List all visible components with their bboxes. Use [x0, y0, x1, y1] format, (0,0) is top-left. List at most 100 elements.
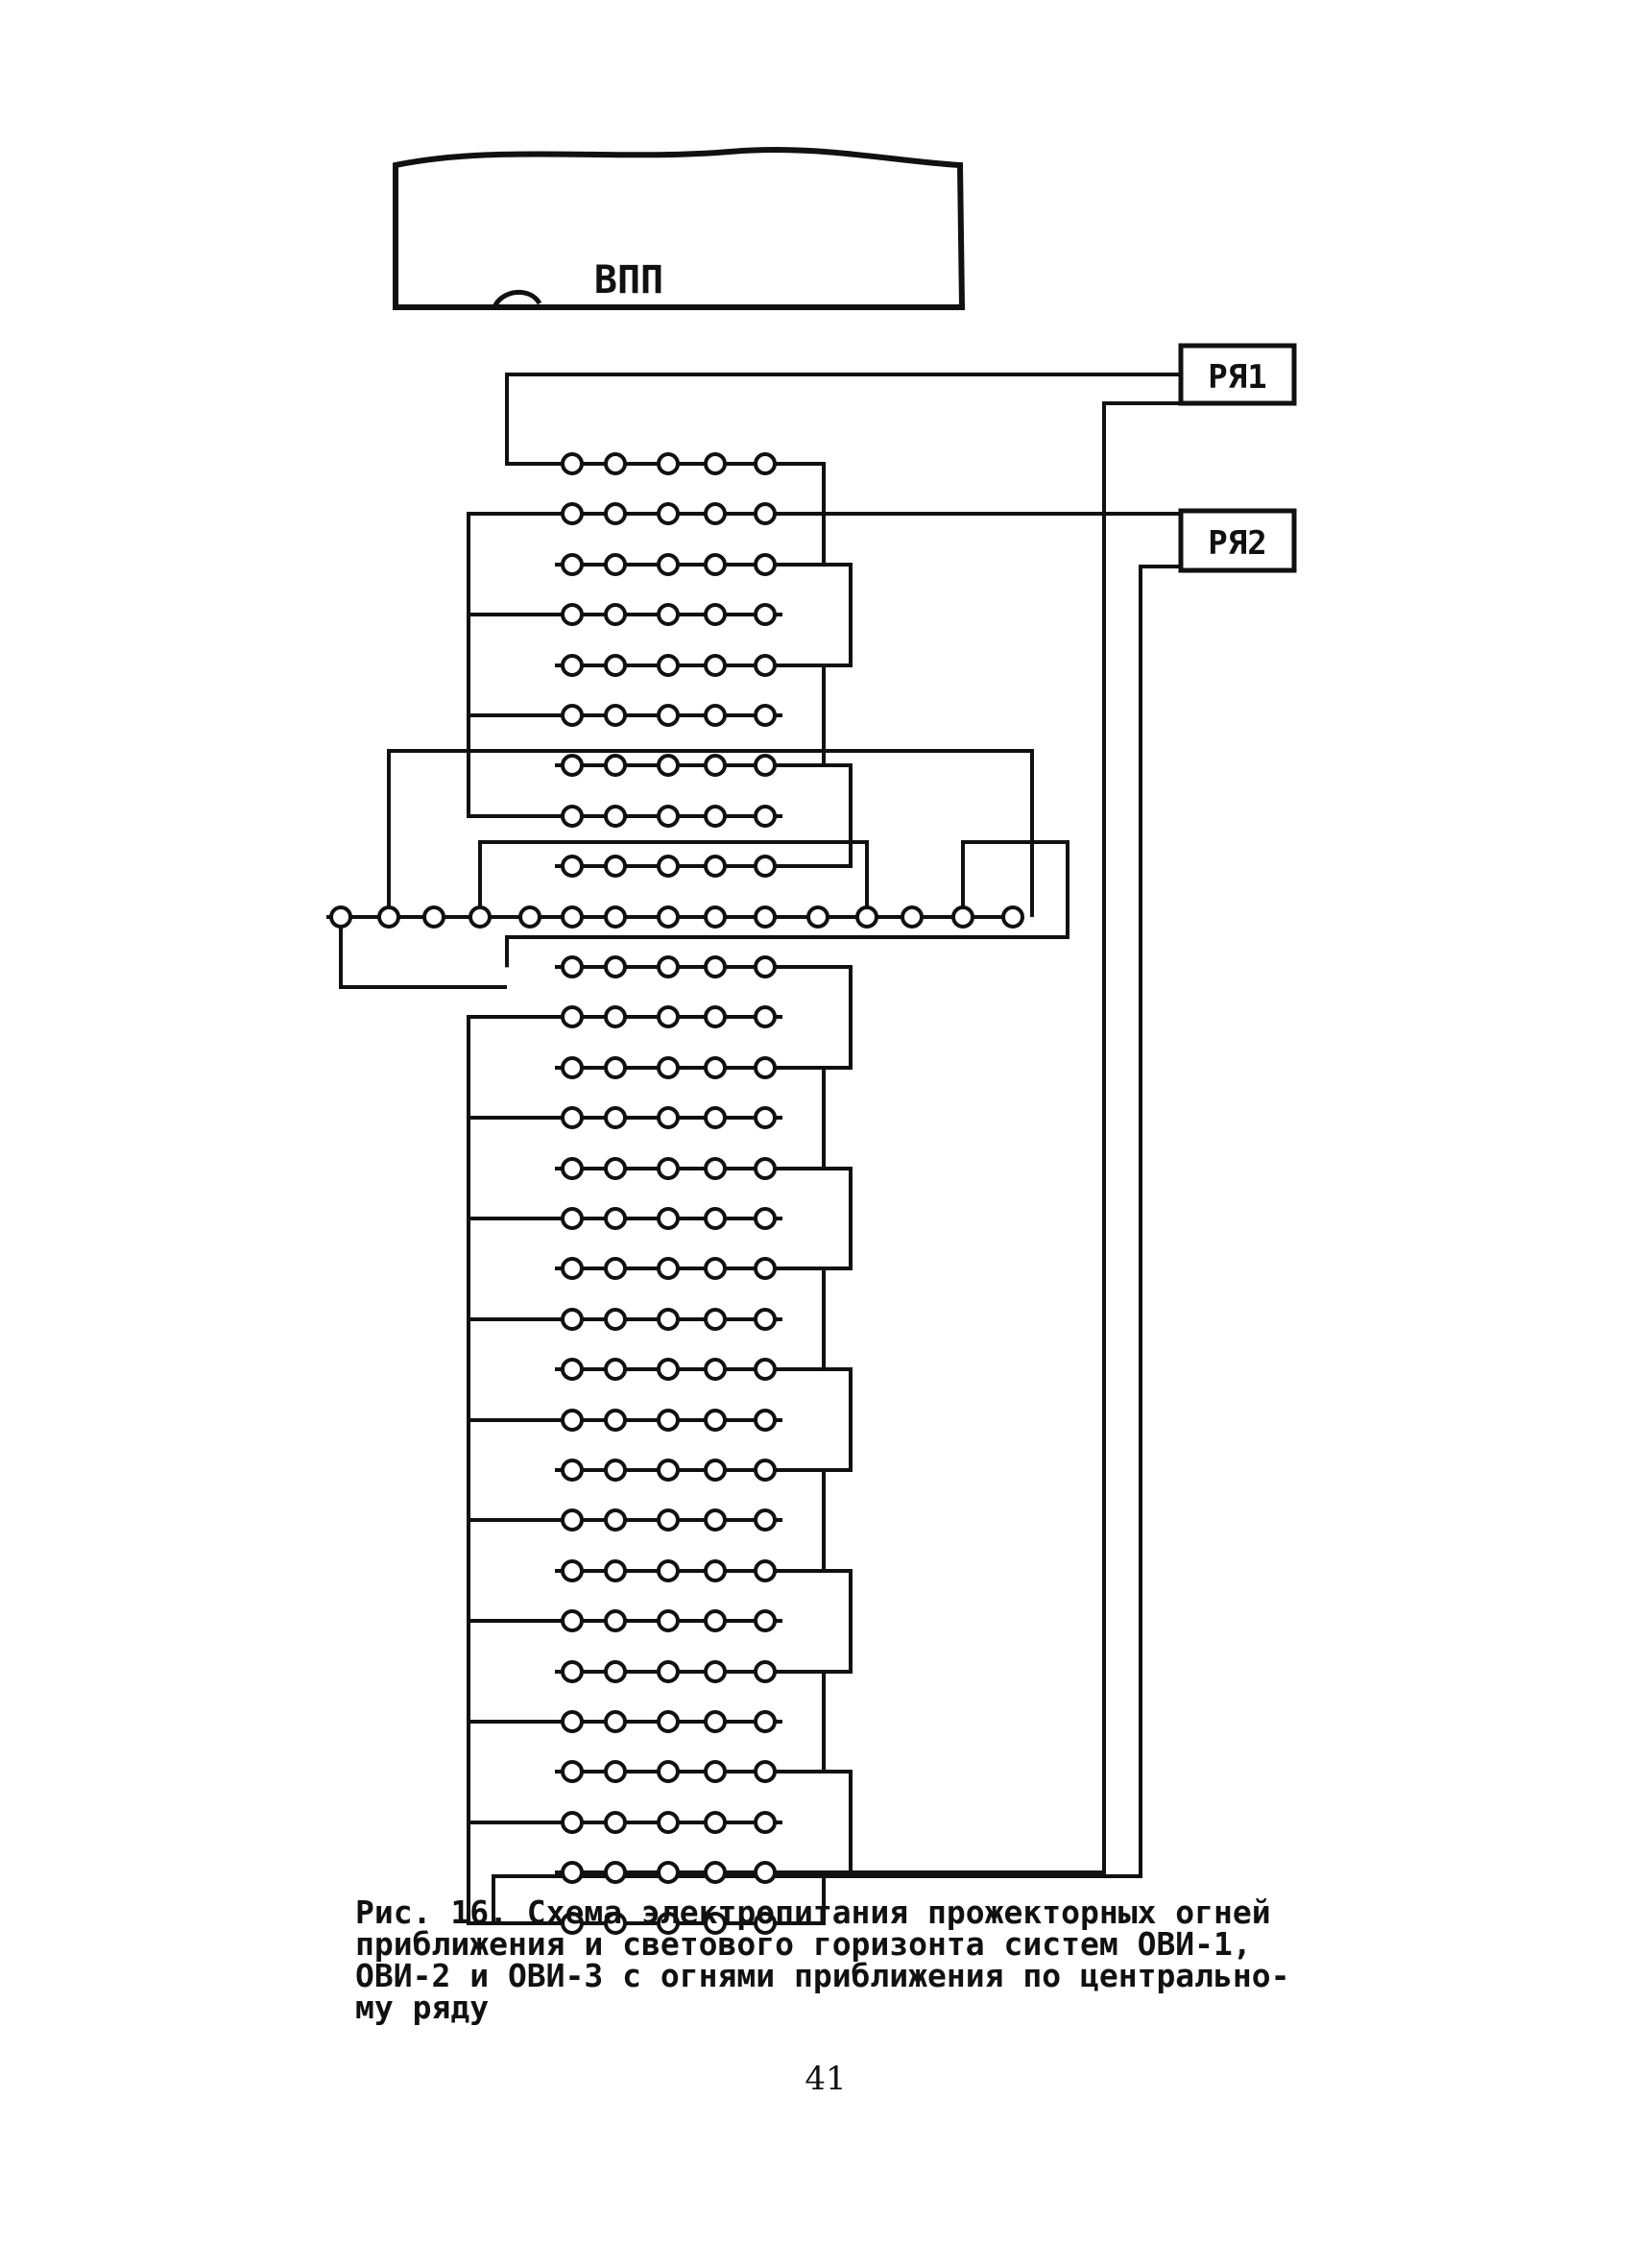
loop-wire-right: [782, 1569, 853, 1674]
loop-wire-right: [782, 763, 853, 868]
approach-light: [704, 654, 727, 677]
approach-light: [754, 1005, 777, 1028]
wiring: [326, 373, 1181, 1925]
loop-wire-right: [782, 965, 853, 1070]
runway-block: ВПП: [393, 146, 966, 310]
approach-light: [604, 1257, 627, 1280]
approach-light: [604, 1005, 627, 1028]
approach-light: [657, 1409, 680, 1432]
approach-light: [754, 1660, 777, 1683]
loop-wire-left: [467, 1619, 555, 1724]
approach-light: [704, 905, 727, 929]
loop-wire-left: [467, 1217, 555, 1321]
approach-light: [561, 1760, 584, 1783]
approach-light: [754, 955, 777, 978]
approach-light: [561, 1660, 584, 1683]
approach-light: [657, 1005, 680, 1028]
approach-light: [754, 1207, 777, 1230]
regulator-1-label: РЯ1: [1208, 358, 1266, 397]
approach-light: [754, 855, 777, 878]
approach-light: [561, 502, 584, 525]
horizon-light: [901, 905, 924, 929]
approach-light: [657, 654, 680, 677]
approach-light: [754, 1710, 777, 1733]
approach-light: [754, 603, 777, 626]
loop-wire-left: [467, 1518, 555, 1623]
approach-light: [561, 1056, 584, 1079]
approach-light: [604, 1760, 627, 1783]
regulator-1-box: [1178, 343, 1297, 406]
loop-wire-left: [467, 1317, 555, 1422]
approach-light: [704, 1257, 727, 1280]
approach-light: [561, 704, 584, 727]
horizon-light: [1001, 905, 1024, 929]
caption-line-2: приближения и светового горизонта систем…: [355, 1925, 1252, 1963]
approach-light: [604, 1358, 627, 1381]
loop-wire-right: [782, 1167, 853, 1270]
approach-light: [657, 1912, 680, 1935]
approach-light: [657, 553, 680, 576]
approach-light: [604, 1559, 627, 1582]
approach-light: [657, 805, 680, 828]
approach-light: [561, 955, 584, 978]
approach-light: [657, 1508, 680, 1532]
loop-wire-right: [782, 1367, 853, 1472]
horizon-loop-right: [505, 840, 1069, 968]
approach-light: [754, 1056, 777, 1079]
approach-light: [704, 1106, 727, 1129]
approach-light: [754, 1409, 777, 1432]
loop-wire-left: [467, 713, 555, 818]
approach-light: [704, 704, 727, 727]
approach-light: [604, 1157, 627, 1180]
approach-light: [604, 805, 627, 828]
approach-light: [561, 1459, 584, 1482]
approach-light: [604, 754, 627, 777]
horizon-loop-inner: [478, 840, 869, 917]
approach-light: [754, 1609, 777, 1632]
approach-light: [704, 1157, 727, 1180]
regulator-2-box: [1178, 508, 1297, 573]
loop-wire-right: [782, 563, 853, 667]
approach-light: [604, 553, 627, 576]
approach-light: [754, 1559, 777, 1582]
approach-light: [561, 1005, 584, 1028]
runway-label: ВПП: [594, 258, 663, 302]
loop-wire-right: [782, 1066, 826, 1170]
approach-light: [704, 1207, 727, 1230]
approach-light: [657, 1861, 680, 1884]
figure-caption: Рис. 16. Схема электропитания прожекторн…: [355, 1896, 1363, 2023]
approach-light: [657, 1459, 680, 1482]
approach-light: [657, 1207, 680, 1230]
approach-light: [561, 1559, 584, 1582]
caption-line-3: ОВИ-2 и ОВИ-3 с огнями приближения по це…: [355, 1957, 1290, 1994]
approach-light: [657, 1559, 680, 1582]
approach-light: [561, 553, 584, 576]
approach-light: [604, 1710, 627, 1733]
approach-light: [704, 452, 727, 475]
loop-wire-right: [782, 1670, 826, 1773]
horizon-light: [855, 905, 878, 929]
return-wire-r1: [782, 401, 1181, 1874]
approach-light: [604, 855, 627, 878]
approach-light: [704, 1005, 727, 1028]
approach-light: [657, 1760, 680, 1783]
approach-light: [704, 754, 727, 777]
approach-light: [754, 805, 777, 828]
approach-light: [704, 1760, 727, 1783]
loop-wire-left: [467, 512, 555, 616]
approach-light: [604, 1811, 627, 1834]
approach-light: [754, 502, 777, 525]
horizon-feed-left: [339, 917, 507, 989]
approach-light: [561, 603, 584, 626]
approach-light: [657, 704, 680, 727]
approach-light: [561, 855, 584, 878]
feed-wire-r1-top: [505, 373, 1181, 466]
approach-light: [754, 1358, 777, 1381]
horizon-light: [806, 905, 829, 929]
approach-light: [604, 654, 627, 677]
approach-light: [561, 1710, 584, 1733]
approach-light: [604, 502, 627, 525]
approach-light: [561, 1609, 584, 1632]
runway-outline: [393, 146, 966, 310]
